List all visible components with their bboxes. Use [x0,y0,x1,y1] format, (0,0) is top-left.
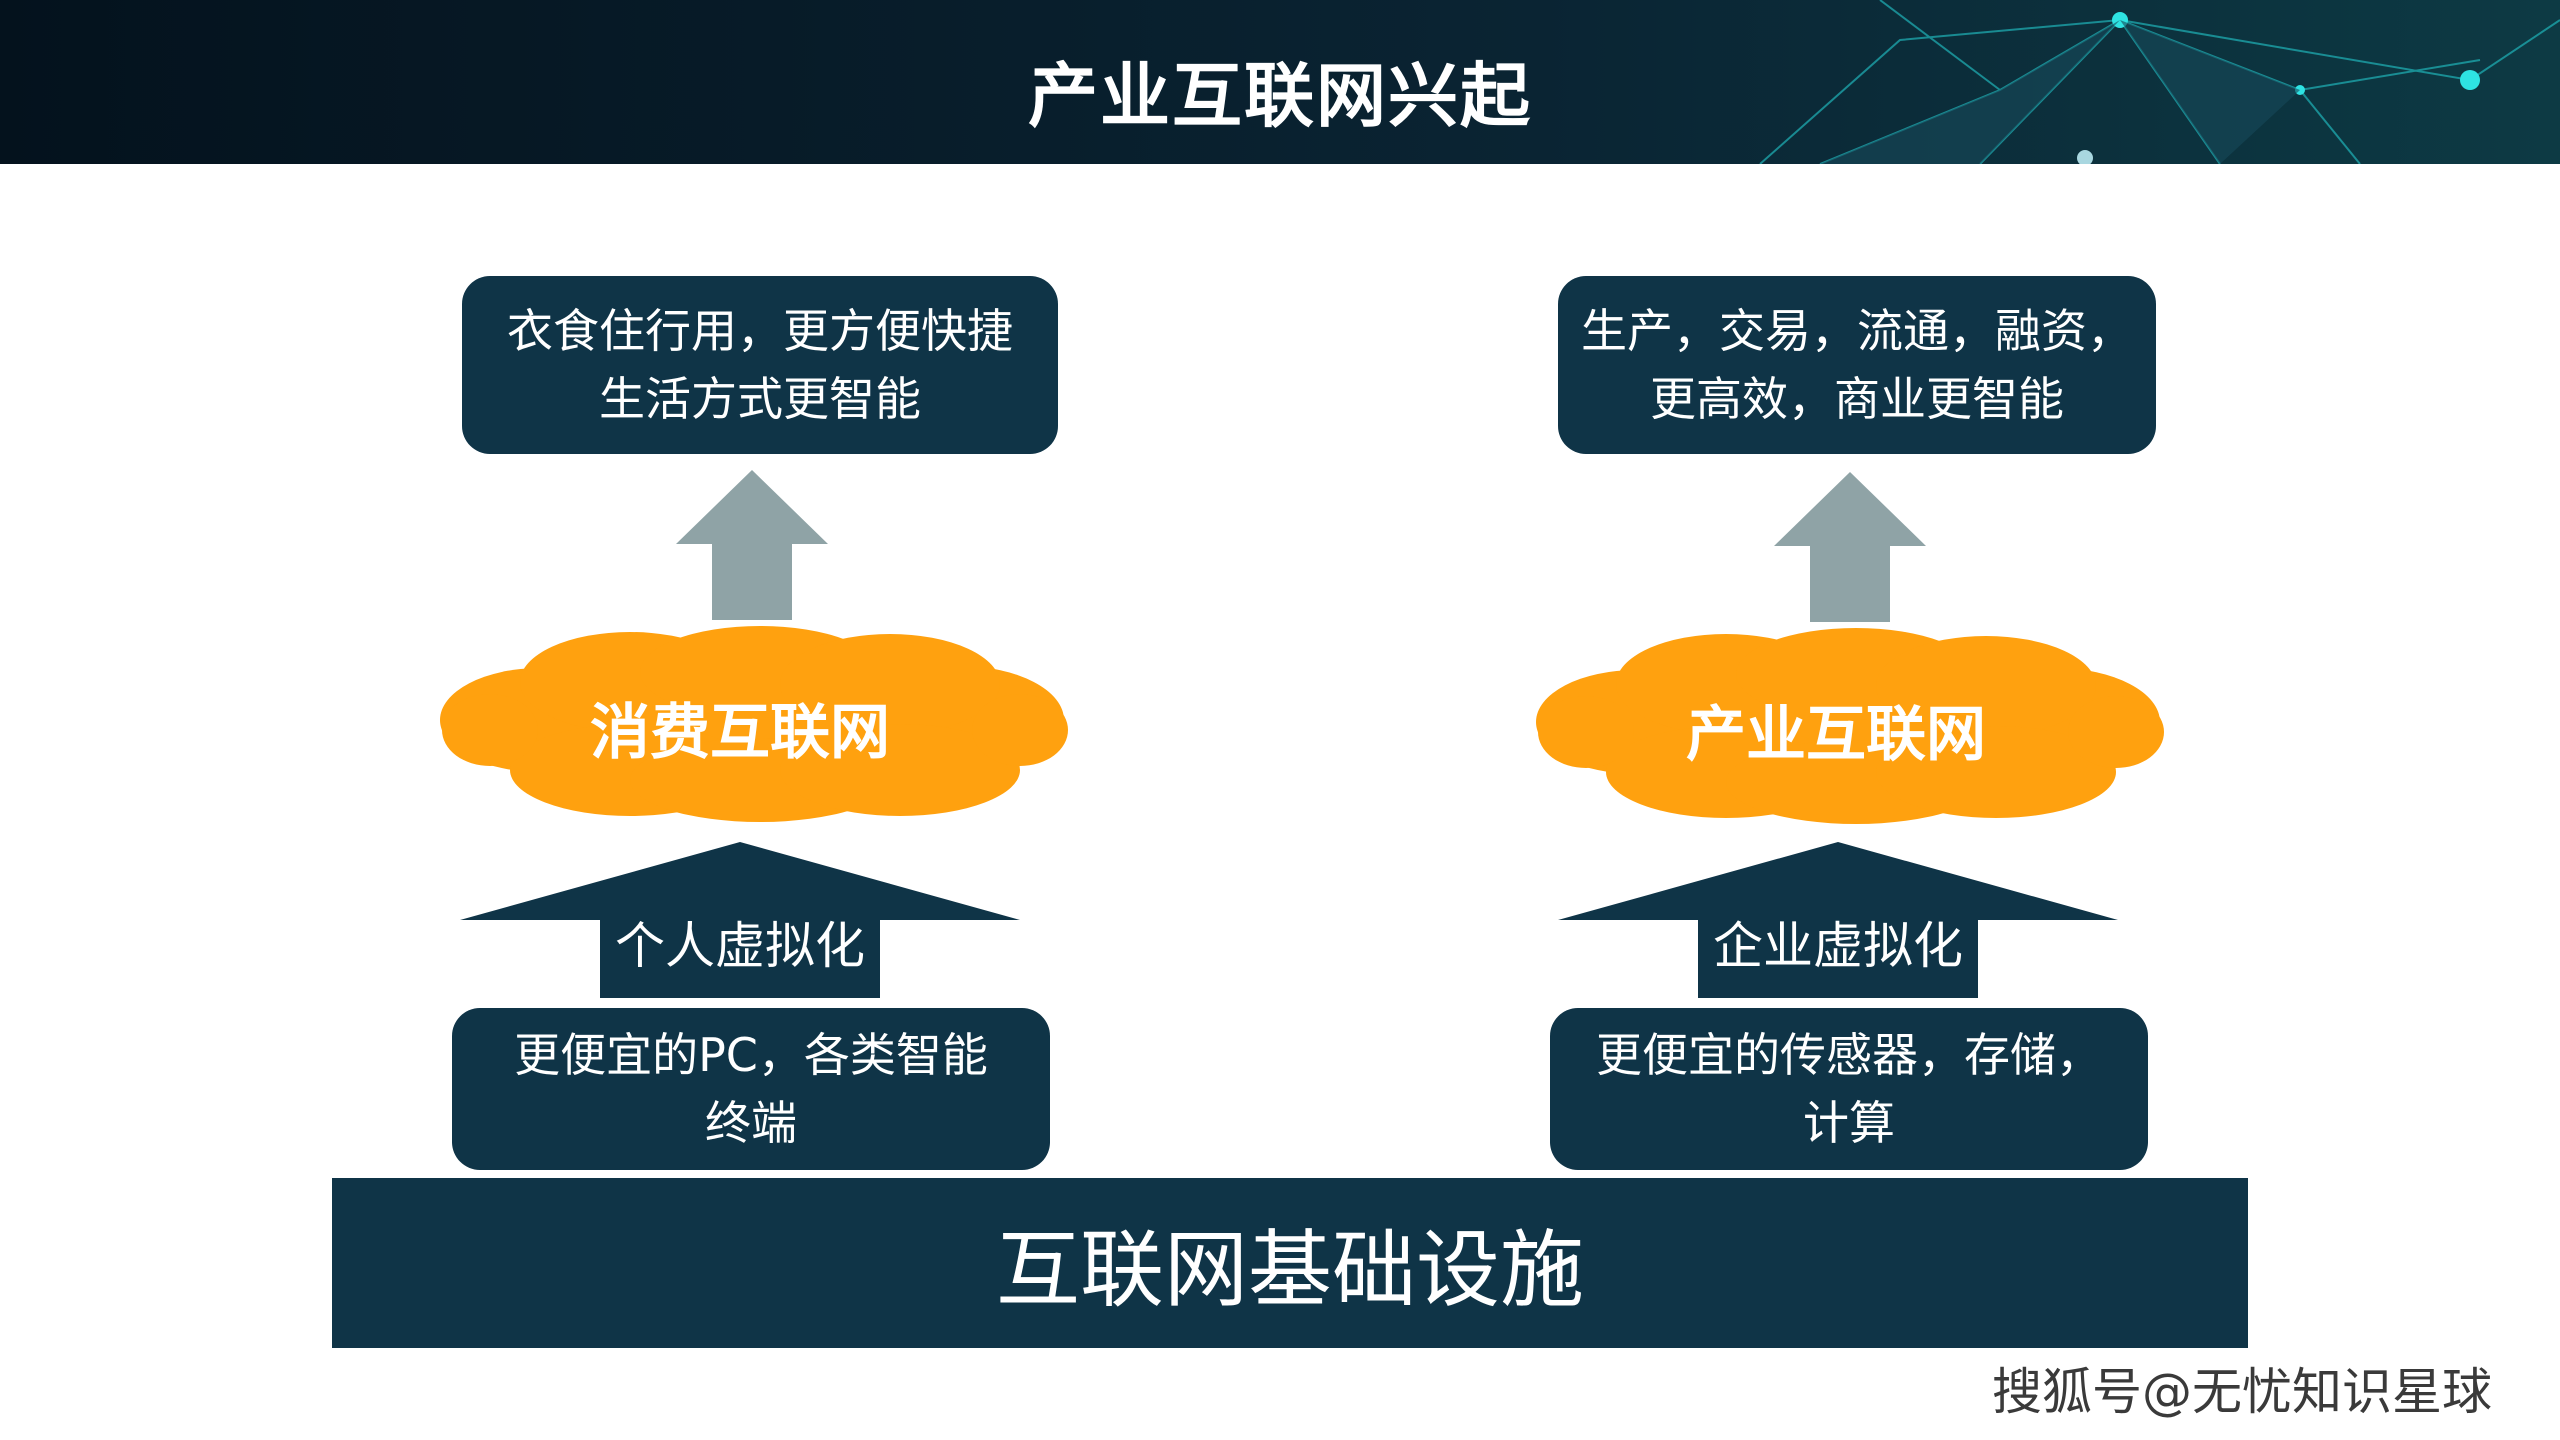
right-bottom-line-1: 更便宜的传感器，存储， [1596,1028,2102,1082]
right-top-line-2: 更高效，商业更智能 [1650,372,2064,426]
header-banner: 产业互联网兴起 [0,0,2560,164]
watermark: 搜狐号@无忧知识星球 [1992,1363,2492,1421]
right-cloud-label: 产业互联网 [1686,700,1986,770]
right-cloud: 产业互联网 [1526,626,2166,826]
right-bottom-box: 更便宜的传感器，存储， 计算 [1550,1008,2148,1170]
network-decoration [0,0,2560,164]
right-up-arrow [1774,472,1926,622]
left-bottom-line-1: 更便宜的PC，各类智能 [514,1028,988,1082]
left-arrow-label: 个人虚拟化 [615,917,865,975]
left-bottom-line-2: 终端 [705,1096,797,1150]
right-top-line-1: 生产，交易，流通，融资， [1581,304,2133,358]
left-wide-up-arrow [460,842,1020,998]
left-top-line-2: 生活方式更智能 [599,372,921,426]
left-cloud-label: 消费互联网 [590,698,890,768]
right-top-box: 生产，交易，流通，融资， 更高效，商业更智能 [1558,276,2156,454]
left-bottom-box: 更便宜的PC，各类智能 终端 [452,1008,1050,1170]
page-title: 产业互联网兴起 [1028,55,1532,137]
infrastructure-label: 互联网基础设施 [995,1220,1584,1319]
left-top-line-1: 衣食住行用，更方便快捷 [507,304,1013,358]
left-top-box: 衣食住行用，更方便快捷 生活方式更智能 [462,276,1058,454]
left-up-arrow [676,470,828,620]
right-bottom-line-2: 计算 [1803,1096,1895,1150]
right-arrow-label: 企业虚拟化 [1713,917,1963,975]
left-cloud: 消费互联网 [430,624,1070,824]
infrastructure-base: 互联网基础设施 [332,1178,2248,1348]
right-wide-up-arrow [1558,842,2118,998]
